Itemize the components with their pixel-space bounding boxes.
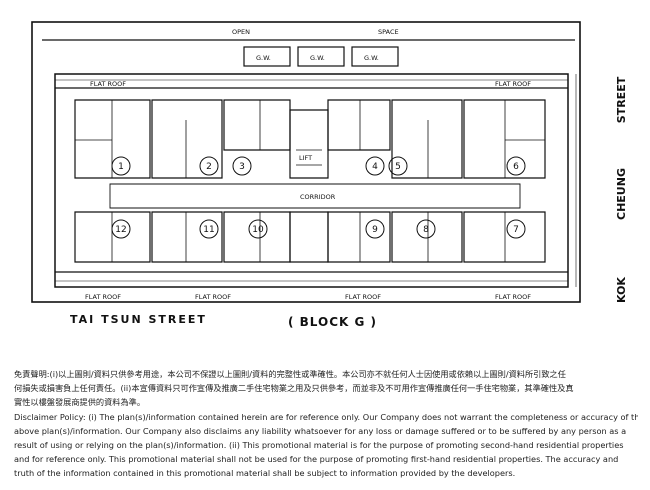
unit-number-6: 6 [513, 162, 519, 172]
disclaimer-en-line-2: above plan(s)/information. Our Company a… [14, 425, 627, 436]
unit-circle-10 [248, 219, 268, 239]
corridor-label: CORRIDOR [300, 193, 336, 201]
unit-number-9: 9 [372, 225, 378, 235]
unit-number-2: 2 [206, 162, 212, 172]
unit-circle-6 [506, 156, 526, 176]
flat-roof-bottom-2: FLAT ROOF [195, 293, 231, 301]
disclaimer-en-line-1: Disclaimer Policy: (i) The plan(s)/infor… [14, 411, 638, 422]
unit-number-11: 11 [203, 225, 214, 235]
unit-circle-4 [365, 156, 385, 176]
unit-number-12: 12 [115, 225, 126, 235]
unit-number-4: 4 [372, 162, 378, 172]
disclaimer-zh-line-1: 免責聲明:(i)以上圖則/資料只供參考用途，本公司不保證以上圖則/資料的完整性或… [14, 369, 566, 379]
gw-label-2: G.W. [310, 54, 325, 62]
unit-circle-3 [232, 156, 252, 176]
flat-roof-bottom-3: FLAT ROOF [345, 293, 381, 301]
flat-roof-bottom-1: FLAT ROOF [85, 293, 121, 301]
unit-number-7: 7 [513, 225, 519, 235]
unit-circle-11 [199, 219, 219, 239]
lift-label: LIFT [299, 154, 312, 162]
building-outline [54, 73, 569, 288]
unit-circle-8 [416, 219, 436, 239]
flat-roof-top-right: FLAT ROOF [495, 80, 531, 88]
disclaimer-en-line-5: truth of the information contained in th… [14, 468, 516, 479]
open-label: OPEN [232, 28, 250, 36]
gw-label-3: G.W. [364, 54, 379, 62]
disclaimer-zh-line-2: 何損失或損害負上任何責任。(ii)本宣傳資料只可作宣傳及推廣二手住宅物業之用及只… [14, 383, 574, 394]
flat-roof-top-left: FLAT ROOF [90, 80, 126, 88]
unit-circle-7 [506, 219, 526, 239]
street-label-street: STREET [615, 76, 628, 123]
unit-circle-12 [111, 219, 131, 239]
gw-box-1 [243, 46, 291, 67]
street-label-kok: KOK [615, 277, 628, 303]
top-units [74, 99, 546, 179]
unit-number-10: 10 [252, 225, 264, 235]
unit-number-5: 5 [395, 162, 401, 172]
gw-box-2 [297, 46, 345, 67]
corridor [109, 183, 521, 209]
street-label-cheung: CHEUNG [615, 168, 628, 220]
block-label: ( BLOCK G ) [288, 315, 377, 329]
disclaimer-zh-line-3: 實性以樓盤發展商提供的資料為準。 [14, 397, 146, 408]
disclaimer-en-line-3: result of using or relying on the plan(s… [14, 440, 624, 451]
disclaimer: 免責聲明:(i)以上圖則/資料只供參考用途，本公司不保證以上圖則/資料的完整性或… [14, 367, 638, 481]
unit-circle-1 [111, 156, 131, 176]
unit-circle-5 [388, 156, 408, 176]
unit-circle-9 [365, 219, 385, 239]
gw-box-3 [351, 46, 399, 67]
flat-roof-bottom-4: FLAT ROOF [495, 293, 531, 301]
floor-plan: OPEN SPACE G.W. G.W. G.W. FLAT ROOF FLAT… [31, 21, 628, 329]
unit-number-1: 1 [118, 162, 124, 172]
site-boundary [31, 21, 581, 303]
unit-number-3: 3 [239, 162, 245, 172]
bottom-units [74, 211, 546, 263]
street-bottom-label: TAI TSUN STREET [70, 313, 207, 326]
gw-label-1: G.W. [256, 54, 271, 62]
unit-circle-2 [199, 156, 219, 176]
space-label: SPACE [378, 28, 399, 36]
disclaimer-en-line-4: and for reference only. This promotional… [14, 454, 619, 465]
unit-number-8: 8 [423, 225, 429, 235]
